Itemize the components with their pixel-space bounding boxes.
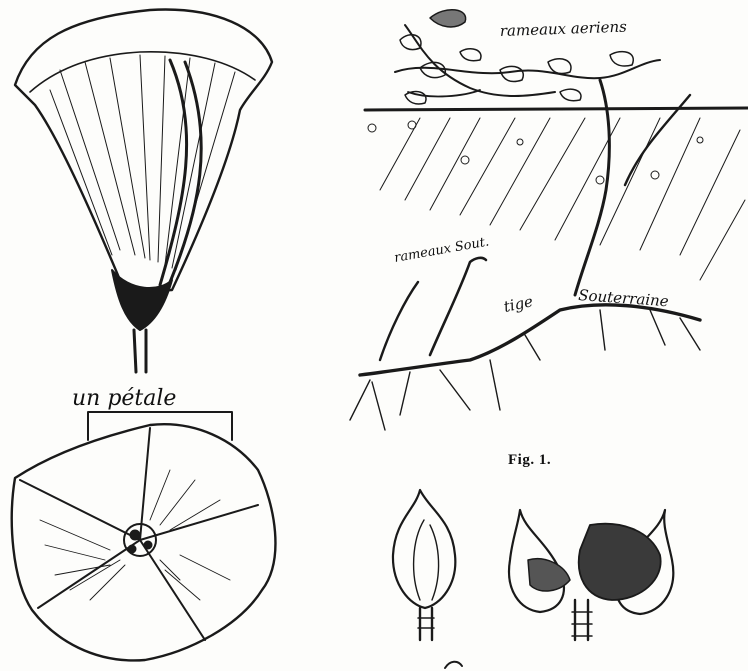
underground-stem-label-1: tige bbox=[502, 292, 535, 316]
opened-fruit-drawing bbox=[509, 510, 673, 640]
aerial-branches-label: rameaux aeriens bbox=[500, 18, 628, 40]
stray-mark bbox=[445, 662, 462, 668]
open-flower-drawing bbox=[12, 424, 276, 660]
petal-label: un pétale bbox=[72, 386, 176, 411]
underground-branches-label: rameaux Sout. bbox=[393, 234, 490, 265]
figure-caption: Fig. 1. bbox=[508, 452, 551, 469]
flower-bud-drawing bbox=[393, 490, 455, 640]
funnel-flower-drawing bbox=[15, 10, 272, 372]
plant-habit-drawing bbox=[350, 10, 748, 430]
